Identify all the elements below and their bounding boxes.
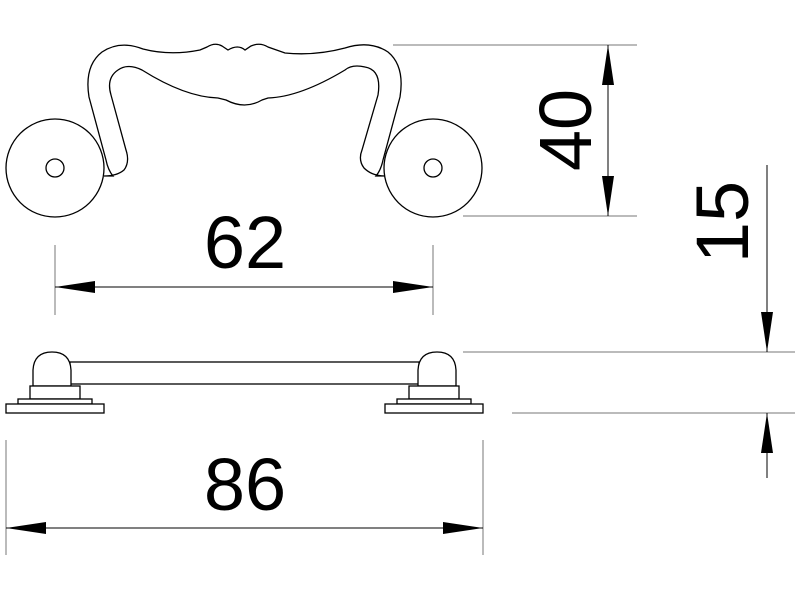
top-view xyxy=(5,43,483,218)
dimension-label-40: 40 xyxy=(524,89,607,171)
right-screw-hole xyxy=(423,158,443,178)
dimension-label-62: 62 xyxy=(204,201,286,284)
handle-bail xyxy=(87,43,402,177)
dimension-label-86: 86 xyxy=(204,443,286,526)
left-base-3 xyxy=(5,403,105,414)
side-view xyxy=(5,351,484,414)
dimension-86: 86 xyxy=(5,440,484,555)
dimension-label-15: 15 xyxy=(681,181,764,263)
left-base-2 xyxy=(17,398,93,405)
dimension-15: 15 xyxy=(463,165,795,478)
right-base-2 xyxy=(396,398,472,405)
left-base-1 xyxy=(29,385,81,400)
dimension-40: 40 xyxy=(393,44,637,217)
right-base-1 xyxy=(408,385,460,400)
right-cap xyxy=(417,351,457,387)
right-base-3 xyxy=(384,403,484,414)
left-cap xyxy=(32,351,72,387)
dimension-62: 62 xyxy=(54,201,434,315)
handle-bar xyxy=(69,361,420,385)
left-screw-hole xyxy=(45,158,65,178)
